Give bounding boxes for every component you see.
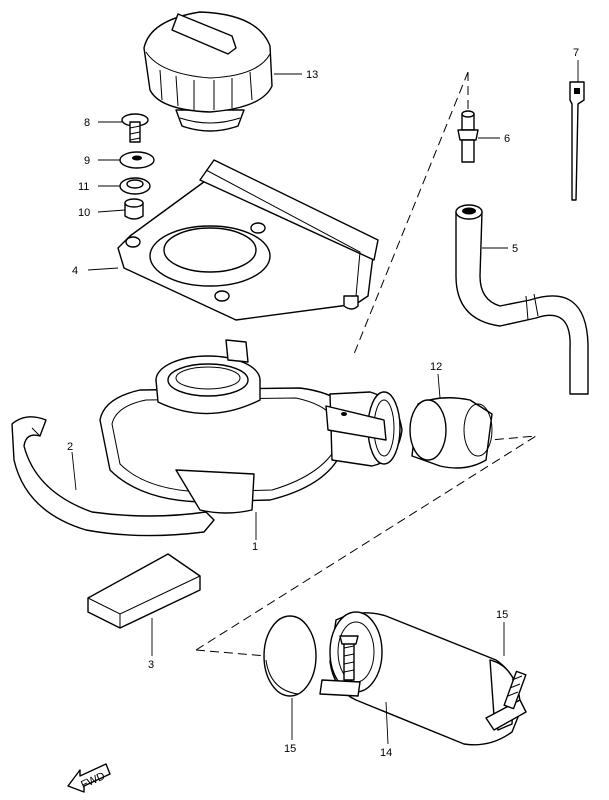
fwd-arrow: FWD bbox=[67, 763, 111, 793]
sponge-part-3 bbox=[87, 553, 201, 629]
callout-7: 7 bbox=[573, 47, 579, 59]
clamp-part-15a bbox=[263, 615, 361, 697]
filler-bracket-part-4 bbox=[117, 159, 379, 321]
callout-labels: 13 8 9 11 10 4 6 7 5 12 2 1 3 15 14 15 bbox=[67, 47, 579, 759]
callout-4: 4 bbox=[72, 265, 78, 277]
washer-part-9 bbox=[119, 151, 155, 169]
callout-11: 11 bbox=[78, 181, 89, 193]
alignment-lines bbox=[195, 71, 537, 657]
fuel-cap-part-13 bbox=[143, 11, 273, 132]
callout-5: 5 bbox=[512, 243, 518, 255]
callout-13: 13 bbox=[306, 69, 318, 81]
leader-lines bbox=[71, 60, 579, 745]
screw-part-8 bbox=[121, 113, 149, 143]
clamp-part-15b bbox=[485, 659, 527, 731]
callout-14: 14 bbox=[380, 747, 392, 759]
air-cleaner-case-part-1 bbox=[99, 339, 403, 514]
callout-15b: 15 bbox=[496, 609, 508, 621]
sleeve-part-12 bbox=[409, 397, 493, 469]
callout-15a: 15 bbox=[284, 743, 296, 755]
grommet-part-11 bbox=[119, 177, 151, 195]
seal-strip-part-2 bbox=[11, 416, 215, 537]
collar-part-10 bbox=[124, 198, 144, 220]
breather-nipple-part-6 bbox=[457, 110, 479, 163]
fwd-label: FWD bbox=[79, 770, 107, 791]
callout-8: 8 bbox=[84, 117, 90, 129]
inlet-hose-part-14 bbox=[329, 611, 521, 746]
callout-2: 2 bbox=[67, 441, 73, 453]
callout-9: 9 bbox=[84, 155, 90, 167]
strap-part-7 bbox=[569, 81, 585, 201]
callout-1: 1 bbox=[252, 541, 258, 553]
callout-3: 3 bbox=[148, 659, 154, 671]
callout-6: 6 bbox=[504, 133, 510, 145]
breather-hose-part-5 bbox=[455, 204, 589, 395]
callout-12: 12 bbox=[430, 361, 442, 373]
callout-10: 10 bbox=[78, 207, 90, 219]
